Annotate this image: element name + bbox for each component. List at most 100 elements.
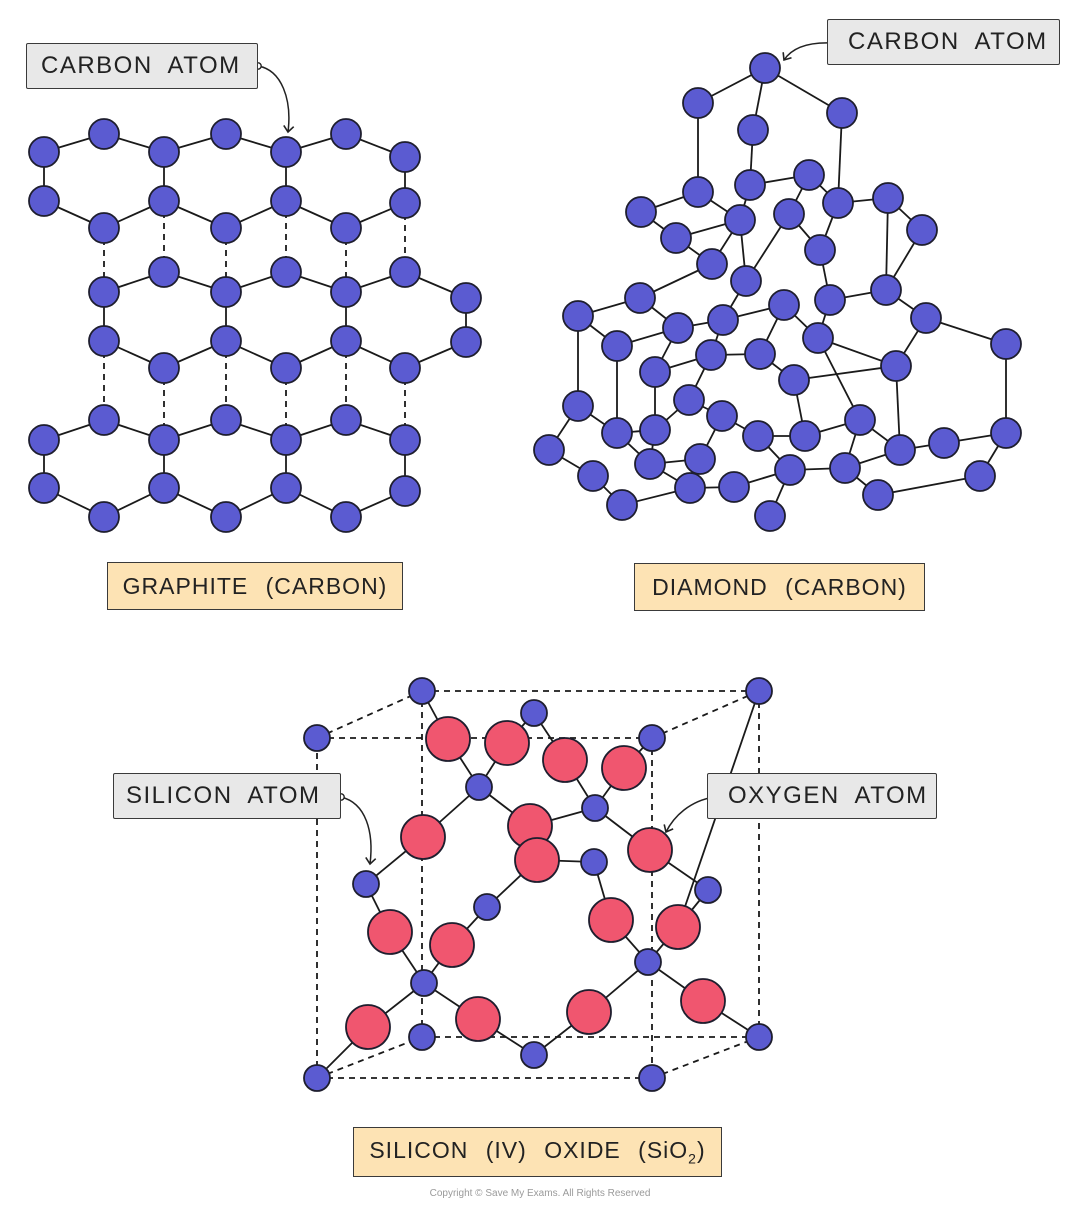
oxygen-atom — [455, 996, 501, 1042]
carbon-atom — [749, 52, 781, 84]
carbon-atom — [389, 352, 421, 384]
carbon-atom — [822, 187, 854, 219]
carbon-atom — [148, 185, 180, 217]
carbon-atom — [789, 420, 821, 452]
oxygen-atom — [627, 827, 673, 873]
carbon-atom — [730, 265, 762, 297]
carbon-atom — [625, 196, 657, 228]
carbon-atom — [88, 276, 120, 308]
silicon-atom — [638, 1064, 666, 1092]
carbon-atom — [742, 420, 774, 452]
carbon-atom — [737, 114, 769, 146]
carbon-atom — [270, 352, 302, 384]
carbon-atom — [330, 118, 362, 150]
carbon-atom — [662, 312, 694, 344]
carbon-atom — [639, 414, 671, 446]
silicon-atom — [520, 1041, 548, 1069]
carbon-atom — [88, 404, 120, 436]
diamond-caption: DIAMOND (CARBON) — [634, 563, 925, 611]
covalent-bond — [793, 365, 897, 381]
carbon-atom — [28, 185, 60, 217]
carbon-atom — [718, 471, 750, 503]
carbon-atom — [330, 276, 362, 308]
oxygen-atom — [345, 1004, 391, 1050]
carbon-atom — [928, 427, 960, 459]
carbon-atom — [606, 489, 638, 521]
covalent-bond — [877, 475, 981, 496]
silicon-atom — [634, 948, 662, 976]
carbon-atom — [707, 304, 739, 336]
carbon-atom — [88, 501, 120, 533]
carbon-atom — [684, 443, 716, 475]
carbon-atom — [389, 256, 421, 288]
carbon-atom — [210, 276, 242, 308]
carbon-atom — [148, 472, 180, 504]
oxygen-atom-label-text: OXYGEN ATOM — [728, 782, 928, 809]
carbon-atom — [270, 472, 302, 504]
carbon-atom — [695, 339, 727, 371]
carbon-atom — [270, 256, 302, 288]
carbon-atom — [28, 472, 60, 504]
interlayer-bond — [316, 1036, 423, 1079]
carbon-atom — [148, 256, 180, 288]
silicon-atom — [745, 1023, 773, 1051]
diamond-carbon-atom-label-text: CARBON ATOM — [848, 28, 1048, 55]
carbon-atom — [148, 136, 180, 168]
carbon-atom — [906, 214, 938, 246]
carbon-atom — [577, 460, 609, 492]
carbon-atom — [696, 248, 728, 280]
carbon-atom — [682, 87, 714, 119]
carbon-atom — [990, 417, 1022, 449]
oxygen-atom — [429, 922, 475, 968]
carbon-atom — [270, 185, 302, 217]
carbon-atom — [793, 159, 825, 191]
interlayer-bond — [316, 690, 423, 739]
silicon-label-pointer — [340, 796, 377, 866]
silicon-atom — [638, 724, 666, 752]
carbon-atom — [389, 141, 421, 173]
oxygen-atom — [655, 904, 701, 950]
copyright-notice: Copyright © Save My Exams. All Rights Re… — [429, 1188, 651, 1199]
carbon-atom — [880, 350, 912, 382]
diamond-structure — [533, 52, 1022, 532]
carbon-atom — [639, 356, 671, 388]
carbon-atom — [804, 234, 836, 266]
carbon-atom — [533, 434, 565, 466]
carbon-atom — [450, 282, 482, 314]
graphite-structure — [28, 118, 482, 533]
carbon-atom — [270, 424, 302, 456]
silicon-atom-label-text: SILICON ATOM — [126, 782, 321, 809]
carbon-atom — [778, 364, 810, 396]
silicon-atom — [408, 1023, 436, 1051]
carbon-atom — [872, 182, 904, 214]
carbon-atom — [330, 501, 362, 533]
silicon-atom — [520, 699, 548, 727]
carbon-atom — [562, 300, 594, 332]
silicon-atom — [581, 794, 609, 822]
carbon-atom — [826, 97, 858, 129]
oxygen-atom — [601, 745, 647, 791]
silicon-atom — [694, 876, 722, 904]
oxygen-atom — [588, 897, 634, 943]
carbon-atom — [964, 460, 996, 492]
oxygen-atom — [367, 909, 413, 955]
interlayer-bond — [651, 690, 760, 739]
silicon-atom — [352, 870, 380, 898]
carbon-atom — [601, 417, 633, 449]
silica-caption-text: SILICON (IV) OXIDE (SiO2) — [369, 1137, 706, 1167]
carbon-atom — [210, 501, 242, 533]
silicon-atom-label: SILICON ATOM — [113, 773, 341, 819]
carbon-atom — [674, 472, 706, 504]
carbon-atom — [634, 448, 666, 480]
carbon-atom — [884, 434, 916, 466]
carbon-atom — [148, 352, 180, 384]
carbon-atom — [389, 424, 421, 456]
graphite-label-pointer — [257, 65, 295, 134]
silicon-atom — [473, 893, 501, 921]
carbon-atom — [773, 198, 805, 230]
graphite-carbon-atom-label: CARBON ATOM — [26, 43, 258, 89]
silica-caption: SILICON (IV) OXIDE (SiO2) — [353, 1127, 722, 1177]
silicon-atom — [303, 1064, 331, 1092]
carbon-atom — [148, 424, 180, 456]
